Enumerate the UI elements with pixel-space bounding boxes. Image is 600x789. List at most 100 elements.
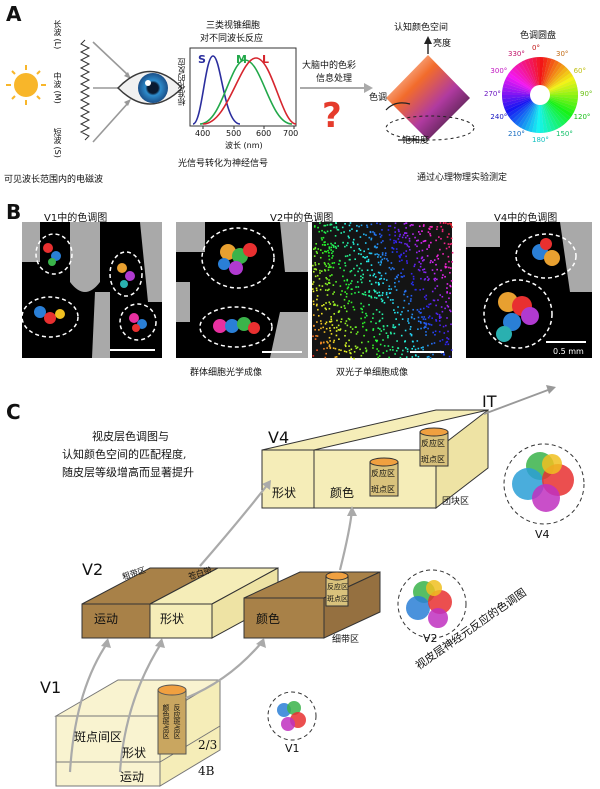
v2-block xyxy=(81,567,381,639)
two-photon-cell xyxy=(317,315,320,317)
two-photon-cell xyxy=(329,266,331,268)
two-photon-cell xyxy=(340,293,342,296)
two-photon-cell xyxy=(445,301,447,303)
two-photon-cell xyxy=(376,348,378,350)
two-photon-cell xyxy=(425,322,427,325)
two-photon-cell xyxy=(324,232,327,234)
two-photon-cell xyxy=(440,316,442,319)
two-photon-cell xyxy=(328,255,330,257)
two-photon-cell xyxy=(368,303,370,306)
signal-caption: 光信号转化为神经信号 xyxy=(178,159,269,169)
two-photon-cell xyxy=(382,325,385,328)
two-photon-cell xyxy=(329,223,332,226)
two-photon-cell xyxy=(450,237,453,240)
v1-circle-label: V1 xyxy=(285,742,300,755)
two-photon-cell xyxy=(417,328,419,331)
two-photon-cell xyxy=(415,251,418,254)
two-photon-cell xyxy=(328,301,331,304)
two-photon-cell xyxy=(335,227,338,229)
two-photon-cell xyxy=(378,233,381,235)
v4-circle-label: V4 xyxy=(535,528,550,541)
two-photon-cell xyxy=(417,316,420,319)
two-photon-cell xyxy=(379,256,382,258)
two-photon-cell xyxy=(380,330,383,332)
two-photon-cell xyxy=(374,276,377,278)
two-photon-cell xyxy=(370,283,373,285)
two-photon-cell xyxy=(325,352,327,355)
two-photon-cell xyxy=(368,291,370,293)
two-photon-cell xyxy=(328,288,330,291)
two-photon-cell xyxy=(331,262,334,264)
two-photon-cell xyxy=(387,334,389,337)
two-photon-cell xyxy=(417,239,419,242)
two-photon-cell xyxy=(344,222,346,225)
two-photon-cell xyxy=(380,260,382,263)
v4-block xyxy=(261,408,489,510)
two-photon-cell xyxy=(436,285,439,287)
two-photon-cell xyxy=(401,318,404,320)
cone-label-s: S xyxy=(198,53,206,66)
two-photon-cell xyxy=(418,250,421,252)
two-photon-cell xyxy=(387,225,390,227)
two-photon-cell xyxy=(426,255,429,257)
psycho-caption: 通过心理物理实验测定 xyxy=(417,173,508,183)
two-photon-cell xyxy=(345,244,348,247)
two-photon-cell xyxy=(335,356,338,358)
two-photon-cell xyxy=(360,278,362,281)
two-photon-cell xyxy=(360,307,362,310)
two-photon-cell xyxy=(366,224,368,227)
two-photon-cell xyxy=(435,319,437,321)
two-photon-cell xyxy=(350,356,352,359)
two-photon-cell xyxy=(335,247,338,249)
two-photon-cell xyxy=(319,288,322,291)
two-photon-cell xyxy=(425,331,427,333)
two-photon-cell xyxy=(405,236,407,239)
two-photon-cell xyxy=(370,295,372,298)
two-photon-cell xyxy=(414,354,417,356)
two-photon-cell xyxy=(406,295,409,298)
two-photon-cell xyxy=(383,328,385,331)
two-photon-cell xyxy=(330,246,333,249)
two-photon-cell xyxy=(434,279,436,282)
two-photon-cell xyxy=(378,355,381,357)
two-photon-cell xyxy=(352,306,355,308)
two-photon-cell xyxy=(393,332,396,335)
two-photon-cell xyxy=(422,259,424,262)
two-photon-cell xyxy=(413,265,416,268)
two-photon-cell xyxy=(328,345,331,348)
two-photon-cell xyxy=(397,274,400,276)
cone-xtick-700: 700 xyxy=(283,129,299,138)
two-photon-cell xyxy=(434,287,437,290)
two-photon-cell xyxy=(423,268,426,270)
cone-ylabel: 标准化的反应 xyxy=(177,58,186,106)
hue-wheel-tick: 0° xyxy=(532,44,540,52)
two-photon-cell xyxy=(416,245,418,248)
two-photon-cell xyxy=(432,353,434,356)
two-photon-cell xyxy=(320,322,323,325)
two-photon-cell xyxy=(380,274,383,277)
two-photon-cell xyxy=(313,268,316,270)
two-photon-cell xyxy=(334,235,337,237)
two-photon-cell xyxy=(316,349,318,351)
two-photon-cell xyxy=(326,340,328,343)
two-photon-cell xyxy=(401,259,403,262)
two-photon-cell xyxy=(427,316,430,319)
two-photon-cell xyxy=(370,296,373,299)
two-photon-cell xyxy=(374,339,377,342)
two-photon-cell xyxy=(334,242,336,244)
two-photon-cell xyxy=(346,287,349,290)
color-space-diamond xyxy=(385,36,475,141)
two-photon-cell xyxy=(346,255,349,257)
two-photon-cell xyxy=(431,261,434,263)
two-photon-cell xyxy=(315,250,318,253)
two-photon-cell xyxy=(447,330,449,333)
two-photon-cell xyxy=(384,272,387,275)
two-photon-cell xyxy=(397,306,399,308)
two-photon-cell xyxy=(437,299,439,301)
two-photon-cell xyxy=(424,239,427,242)
two-photon-cell xyxy=(324,224,327,227)
two-photon-cell xyxy=(365,350,368,353)
two-photon-cell xyxy=(340,306,343,308)
two-photon-cell xyxy=(412,308,414,311)
two-photon-cell xyxy=(318,230,321,233)
